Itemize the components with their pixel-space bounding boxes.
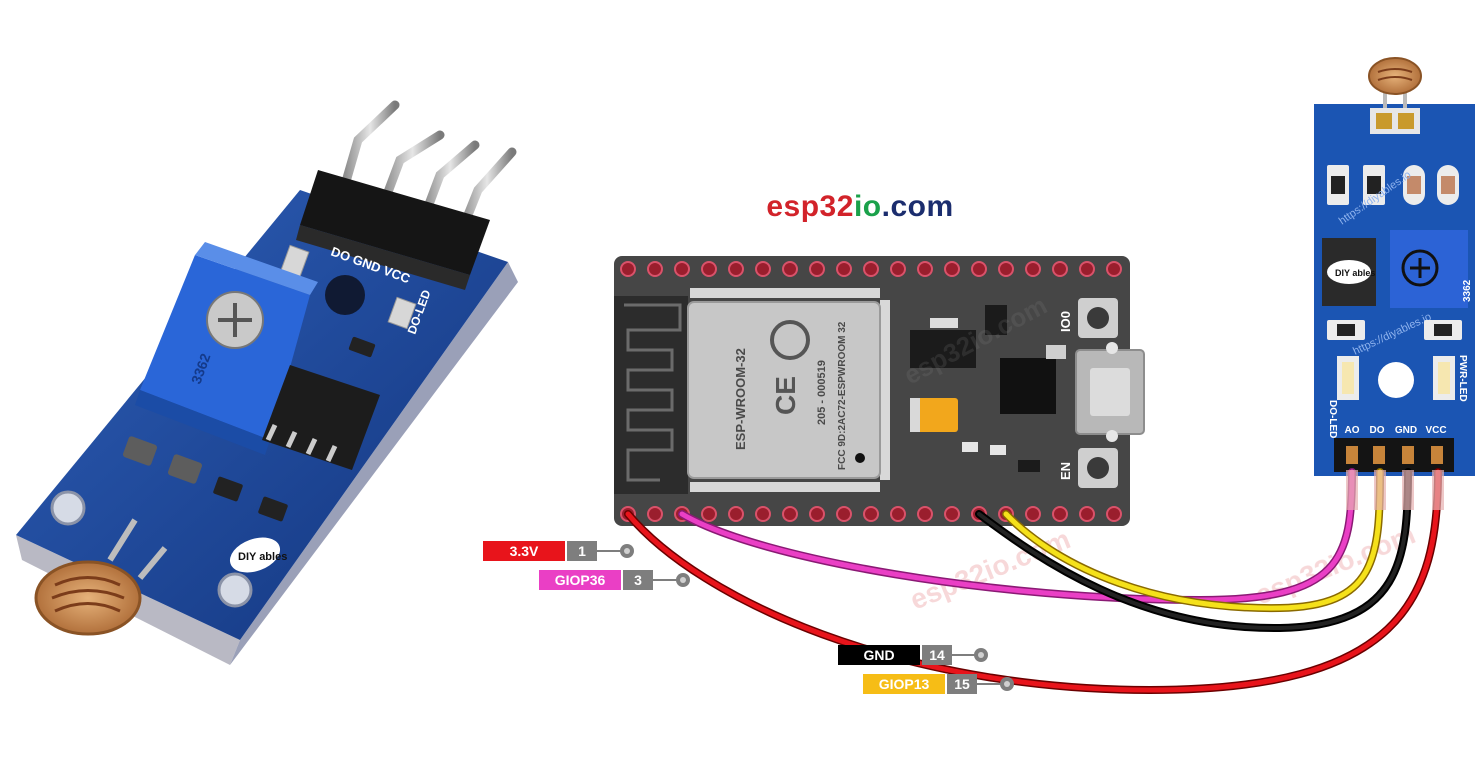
header-pins [296,100,517,290]
svg-text:DIY ables: DIY ables [238,551,287,563]
antenna [614,296,688,494]
right-pin-labels: AO DO GND VCC [1345,425,1447,436]
esp32-bottom-pins [620,506,1122,522]
pin-num-3v3: 1 [567,541,597,561]
photoresistor-right [1368,57,1422,134]
label-leaders [596,544,1014,691]
photoresistor-left [34,518,168,636]
sensor-module-right: DIY ables 3362 https://diyables.io https… [1314,57,1475,476]
esp-wroom-module: ESP-WROOM-32 205 - 000519 FCC 9D:2AC72-E… [687,301,881,479]
potentiometer-left: 3362 [135,242,318,455]
chip-right: DIY ables [1322,238,1376,306]
cert-line-2: FCC 9D:2AC72-ESPWROOM 32 [837,321,848,470]
potentiometer-right: 3362 [1390,230,1473,308]
svg-text:DO: DO [1370,425,1385,436]
io0-button: IO0 [1058,298,1118,338]
label-giop13: GIOP13 [863,674,945,694]
en-button: EN [1058,448,1118,488]
brand-title: esp32io.com [766,190,954,223]
svg-text:GND: GND [1395,425,1417,436]
esp32-board: ESP-WROOM-32 205 - 000519 FCC 9D:2AC72-E… [614,256,1145,526]
micro-usb-port [1075,342,1145,442]
pin-num-giop36: 3 [623,570,653,590]
svg-text:AO: AO [1345,425,1360,436]
chip-left [262,365,380,470]
label-giop36: GIOP36 [539,570,621,590]
right-pwr-led-label: PWR-LED [1457,355,1468,402]
esp32-top-pins [620,261,1122,277]
svg-text:VCC: VCC [1425,425,1446,436]
module-pins [690,288,890,492]
right-do-led-label: DO-LED [1327,400,1338,438]
svg-text:3362: 3362 [1462,279,1473,302]
svg-text:EN: EN [1058,462,1073,480]
label-gnd: GND [838,645,920,665]
pin-num-giop13: 15 [947,674,977,694]
diyables-logo-left: DIY ables [229,537,287,573]
cert-line-1: 205 - 000519 [816,360,828,425]
svg-text:IO0: IO0 [1058,311,1073,332]
svg-text:esp32io.com: esp32io.com [906,523,1075,615]
label-3v3: 3.3V [483,541,565,561]
sensor-photo-left: DO GND VCC DO-LED 3362 [16,100,518,665]
pin-num-gnd: 14 [922,645,952,665]
wires [624,468,1444,695]
svg-text:CE: CE [770,376,801,415]
svg-text:DIY ables: DIY ables [1335,268,1375,278]
board-components [910,305,1066,472]
module-name: ESP-WROOM-32 [733,348,748,450]
